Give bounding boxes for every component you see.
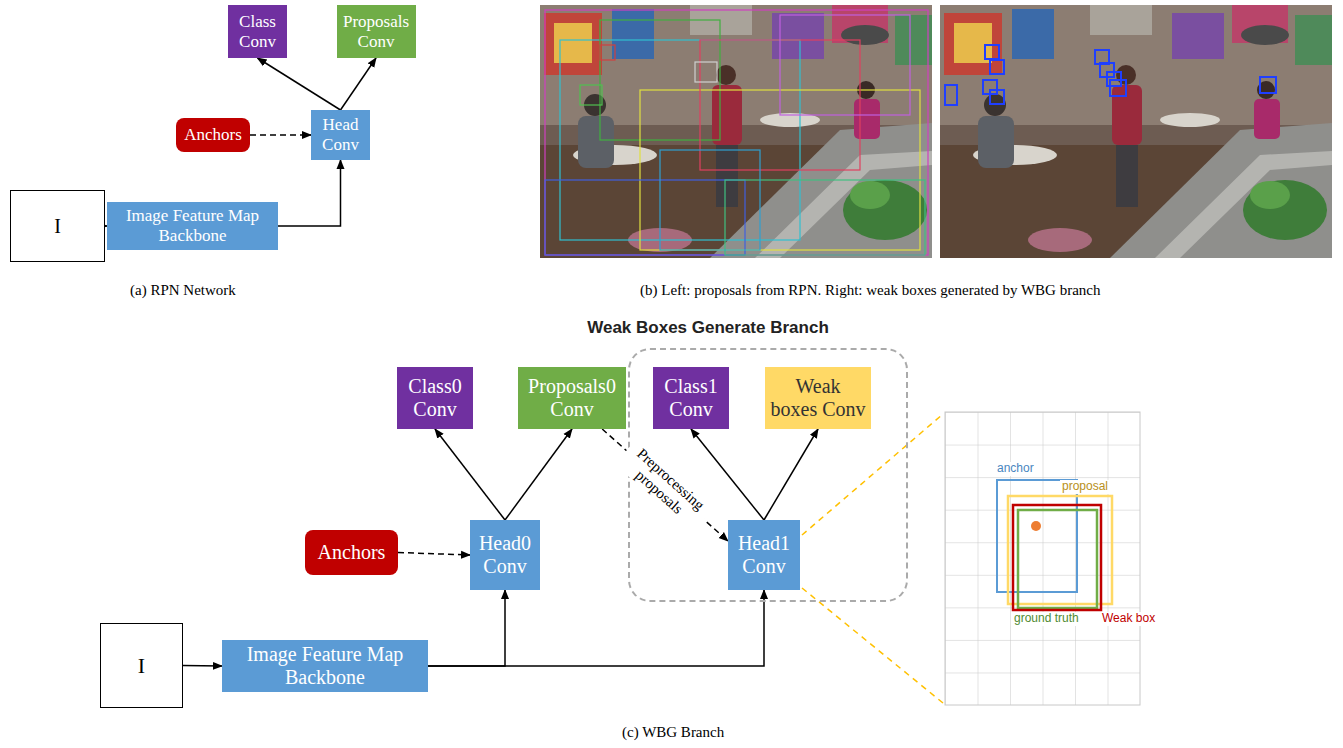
input-box: I	[100, 623, 183, 708]
center-dot	[1031, 521, 1041, 531]
connector	[435, 429, 505, 520]
class-conv-box: Class1 Conv	[653, 367, 729, 429]
weak-box-rect	[1013, 505, 1101, 610]
proposal-box	[545, 180, 745, 255]
box-text: Anchors	[184, 125, 242, 145]
proposal-box	[580, 85, 602, 105]
group-title: Weak Boxes Generate Branch	[570, 318, 846, 338]
photo-right	[940, 5, 1332, 258]
proposals-conv-box: Proposals0 Conv	[518, 367, 626, 429]
zoom-leader	[802, 588, 943, 703]
box-text: Proposals Conv	[342, 12, 411, 51]
box-label: proposal	[1060, 480, 1110, 494]
box-text: I	[54, 215, 61, 238]
class-conv-box: Class0 Conv	[397, 367, 473, 429]
caption: (b) Left: proposals from RPN. Right: wea…	[640, 282, 1100, 299]
box-text: Image Feature Map Backbone	[112, 206, 273, 245]
weak-box	[1110, 80, 1126, 96]
anchors-box: Anchors	[176, 118, 250, 152]
weak-boxes-conv-box: Weak boxes Conv	[765, 367, 871, 429]
proposal-box	[725, 180, 925, 255]
caption: (a) RPN Network	[130, 282, 236, 299]
caption: (c) WBG Branch	[622, 724, 724, 741]
connector	[258, 58, 341, 110]
weak-box	[945, 85, 957, 105]
box-text: Image Feature Map Backbone	[227, 643, 423, 689]
connector	[764, 429, 818, 520]
connector	[505, 429, 572, 520]
proposal-box	[600, 45, 615, 60]
head-conv-box: Head Conv	[311, 110, 370, 160]
photo-left	[540, 5, 932, 258]
box-label: anchor	[995, 462, 1036, 476]
weak-box	[990, 90, 1004, 104]
backbone-box: Image Feature Map Backbone	[222, 640, 428, 692]
connector	[341, 58, 377, 110]
connector	[278, 160, 341, 226]
ground-truth-box	[1018, 510, 1097, 608]
box-label: ground truth	[1012, 612, 1081, 626]
proposal-box	[600, 20, 720, 140]
anchors-box: Anchors	[305, 530, 398, 575]
head-conv-box: Head0 Conv	[470, 520, 540, 590]
backbone-box: Image Feature Map Backbone	[107, 202, 278, 250]
weak-box	[1260, 77, 1276, 93]
weak-box	[990, 60, 1004, 74]
proposal-box	[660, 150, 760, 250]
connector	[183, 665, 222, 667]
connector	[250, 134, 311, 136]
box-text: Class Conv	[233, 12, 282, 51]
connector	[602, 429, 728, 541]
class-conv-box: Class Conv	[228, 5, 287, 58]
input-box: I	[10, 190, 105, 262]
box-text: Proposals0 Conv	[523, 375, 621, 421]
box-text: I	[138, 653, 145, 678]
weak-box	[985, 45, 999, 59]
zoom-leader	[802, 414, 943, 535]
box-text: Class1 Conv	[658, 375, 724, 421]
box-text: Anchors	[318, 541, 386, 564]
box-label: Weak box	[1100, 612, 1157, 626]
feature-grid	[945, 412, 1140, 705]
head-conv-box: Head1 Conv	[728, 520, 800, 590]
box-text: Head Conv	[316, 115, 365, 154]
box-text: Head1 Conv	[733, 532, 795, 578]
connector	[428, 590, 505, 666]
box-text: Head0 Conv	[475, 532, 535, 578]
proposal-box	[780, 15, 910, 115]
box-text: Class0 Conv	[402, 375, 468, 421]
proposals-conv-box: Proposals Conv	[337, 5, 416, 58]
box-text: Weak boxes Conv	[770, 375, 866, 421]
weak-box	[1095, 50, 1109, 64]
proposal-box	[695, 62, 717, 82]
proposal-box	[545, 10, 928, 255]
connector	[398, 553, 470, 556]
